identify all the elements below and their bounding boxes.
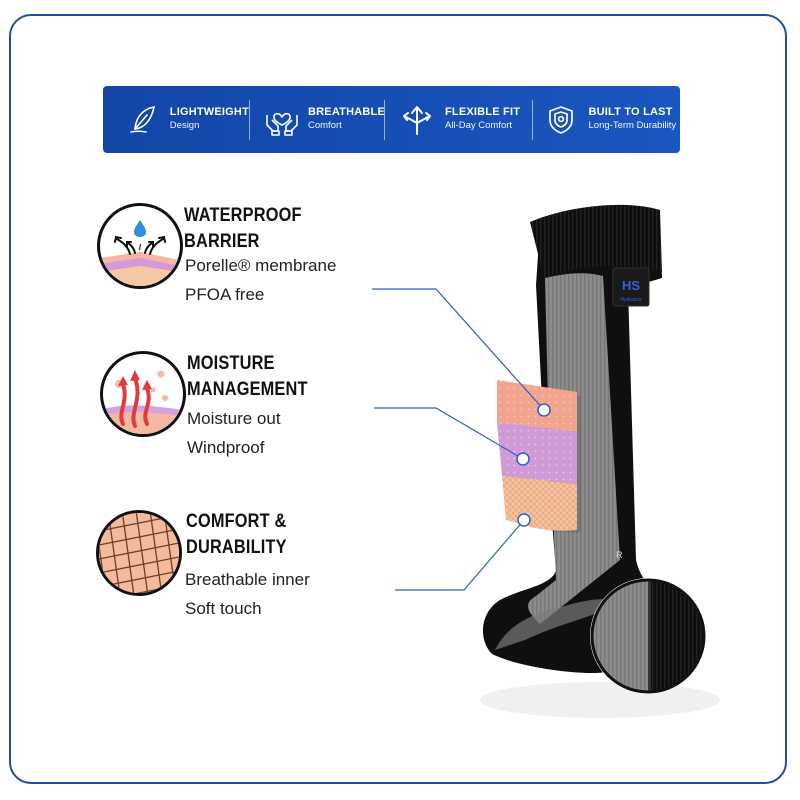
sock-shadow	[480, 682, 720, 718]
arrows-split-icon	[397, 100, 437, 140]
detail-line: Soft touch	[185, 599, 262, 618]
comfort-heading: COMFORT & DURABILITY	[186, 509, 287, 561]
detail-line: Porelle® membrane	[185, 256, 337, 275]
heading-line: MANAGEMENT	[187, 379, 308, 400]
sock-brand-text: Hydrasox	[620, 297, 642, 303]
feature-subtitle: Long-Term Durability	[588, 120, 677, 131]
waterproof-details: Porelle® membrane PFOA free	[185, 251, 336, 309]
heading-line: WATERPROOF	[184, 205, 302, 226]
feather-icon	[127, 100, 162, 140]
feature-lightweight: LIGHTWEIGHT Design	[103, 86, 249, 153]
feature-subtitle: Comfort	[308, 120, 342, 131]
moisture-heading: MOISTURE MANAGEMENT	[187, 351, 308, 403]
divider	[249, 99, 250, 140]
moisture-wicking-icon	[100, 351, 186, 437]
detail-line: Moisture out	[187, 409, 281, 428]
moisture-details: Moisture out Windproof	[187, 404, 281, 462]
shield-icon	[541, 100, 581, 140]
waterproof-membrane-icon	[97, 203, 183, 289]
heading-line: BARRIER	[184, 231, 260, 252]
heading-line: MOISTURE	[187, 353, 275, 374]
feature-title: LIGHTWEIGHT	[169, 106, 249, 118]
feature-title: FLEXIBLE FIT	[445, 106, 521, 118]
sock-side-mark: R	[616, 550, 623, 560]
leader-lines	[372, 288, 545, 591]
callout-dot	[537, 403, 551, 417]
waterproof-heading: WATERPROOF BARRIER	[184, 203, 302, 255]
divider	[384, 99, 385, 140]
feature-banner: LIGHTWEIGHT Design BREATHABLE Comfort	[103, 86, 680, 153]
detail-line: Windproof	[187, 438, 265, 457]
sock-heel-band	[495, 599, 608, 650]
sock-cuff	[530, 204, 662, 278]
sock-logo-text: HS	[622, 278, 640, 293]
heading-line: COMFORT &	[186, 511, 287, 532]
layer-cutaway	[497, 380, 581, 533]
hands-heart-icon	[264, 100, 300, 140]
detail-line: PFOA free	[185, 285, 265, 304]
layer-mesh	[502, 476, 577, 531]
heading-line: DURABILITY	[186, 537, 287, 558]
feature-subtitle: All-Day Comfort	[445, 120, 513, 131]
divider	[531, 99, 533, 140]
mesh-fabric-icon	[96, 510, 182, 596]
comfort-details: Breathable inner Soft touch	[185, 565, 310, 623]
feature-subtitle: Design	[169, 120, 200, 131]
feature-title: BREATHABLE	[308, 106, 385, 118]
feature-built-to-last: BUILT TO LAST Long-Term Durability	[533, 86, 681, 153]
detail-line: Breathable inner	[185, 570, 310, 589]
callout-dot	[516, 452, 530, 466]
sock-logo-tag	[612, 267, 650, 307]
feature-flexible-fit: FLEXIBLE FIT All-Day Comfort	[385, 86, 532, 153]
callout-dot	[517, 513, 531, 527]
feature-title: BUILT TO LAST	[588, 106, 673, 118]
feature-breathable: BREATHABLE Comfort	[250, 86, 385, 153]
